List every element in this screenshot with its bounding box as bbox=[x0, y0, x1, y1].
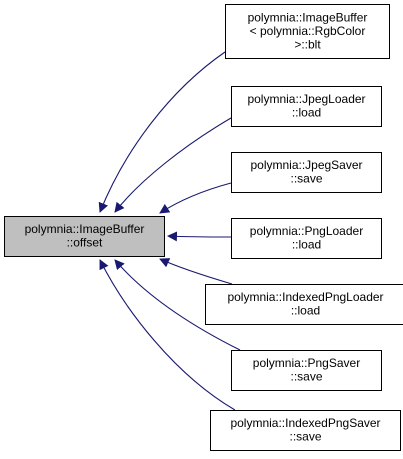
edge-indexed-png-loader-load-to-offset bbox=[159, 258, 233, 285]
node-box-jpeg-loader-load[interactable] bbox=[231, 86, 382, 127]
edge-jpeg-loader-load-to-offset bbox=[114, 117, 232, 213]
node-box-jpeg-saver-save[interactable] bbox=[231, 152, 382, 193]
node-jpeg-saver-save[interactable]: polymnia::JpegSaver::save bbox=[231, 152, 382, 193]
node-png-loader-load[interactable]: polymnia::PngLoader::load bbox=[231, 218, 382, 259]
node-label-blt-line-2: >::blt bbox=[294, 37, 321, 51]
node-label-jpeg-saver-save-line-0: polymnia::JpegSaver bbox=[250, 158, 362, 172]
node-jpeg-loader-load[interactable]: polymnia::JpegLoader::load bbox=[231, 86, 382, 127]
node-label-offset-line-1: ::offset bbox=[67, 236, 103, 250]
node-box-png-loader-load[interactable] bbox=[231, 218, 382, 259]
edge-jpeg-saver-save-to-offset bbox=[159, 182, 232, 214]
node-label-blt-line-0: polymnia::ImageBuffer bbox=[248, 10, 368, 24]
node-label-png-loader-load-line-0: polymnia::PngLoader bbox=[250, 224, 363, 238]
edge-blt-to-offset bbox=[98, 51, 226, 213]
edges-layer bbox=[98, 51, 241, 411]
node-label-png-saver-save-line-0: polymnia::PngSaver bbox=[253, 356, 360, 370]
node-box-png-saver-save[interactable] bbox=[231, 350, 382, 391]
node-box-blt[interactable] bbox=[225, 4, 390, 59]
edge-indexed-png-saver-save-to-offset bbox=[99, 259, 236, 411]
node-png-saver-save[interactable]: polymnia::PngSaver::save bbox=[231, 350, 382, 391]
node-label-blt-line-1: < polymnia::RgbColor bbox=[250, 24, 366, 38]
node-label-indexed-png-saver-save-line-0: polymnia::IndexedPngSaver bbox=[230, 416, 380, 430]
node-box-indexed-png-saver-save[interactable] bbox=[210, 410, 401, 451]
node-label-indexed-png-loader-load-line-0: polymnia::IndexedPngLoader bbox=[227, 290, 383, 304]
node-label-indexed-png-loader-load-line-1: ::load bbox=[291, 304, 320, 318]
nodes-layer: polymnia::ImageBuffer::offsetpolymnia::I… bbox=[4, 4, 403, 451]
node-label-offset-line-0: polymnia::ImageBuffer bbox=[25, 222, 145, 236]
node-blt[interactable]: polymnia::ImageBuffer< polymnia::RgbColo… bbox=[225, 4, 390, 59]
edge-png-loader-load-to-offset bbox=[167, 231, 232, 242]
node-label-jpeg-loader-load-line-1: ::load bbox=[292, 106, 321, 120]
node-offset[interactable]: polymnia::ImageBuffer::offset bbox=[4, 216, 165, 257]
node-label-png-saver-save-line-1: ::save bbox=[290, 370, 322, 384]
node-label-jpeg-saver-save-line-1: ::save bbox=[290, 172, 322, 186]
node-indexed-png-saver-save[interactable]: polymnia::IndexedPngSaver::save bbox=[210, 410, 401, 451]
node-indexed-png-loader-load[interactable]: polymnia::IndexedPngLoader::load bbox=[205, 284, 403, 325]
node-label-png-loader-load-line-1: ::load bbox=[292, 238, 321, 252]
node-box-offset[interactable] bbox=[4, 216, 165, 257]
edge-png-saver-save-to-offset bbox=[114, 259, 241, 351]
node-label-indexed-png-saver-save-line-1: ::save bbox=[289, 430, 321, 444]
node-box-indexed-png-loader-load[interactable] bbox=[205, 284, 403, 325]
node-label-jpeg-loader-load-line-0: polymnia::JpegLoader bbox=[247, 92, 365, 106]
